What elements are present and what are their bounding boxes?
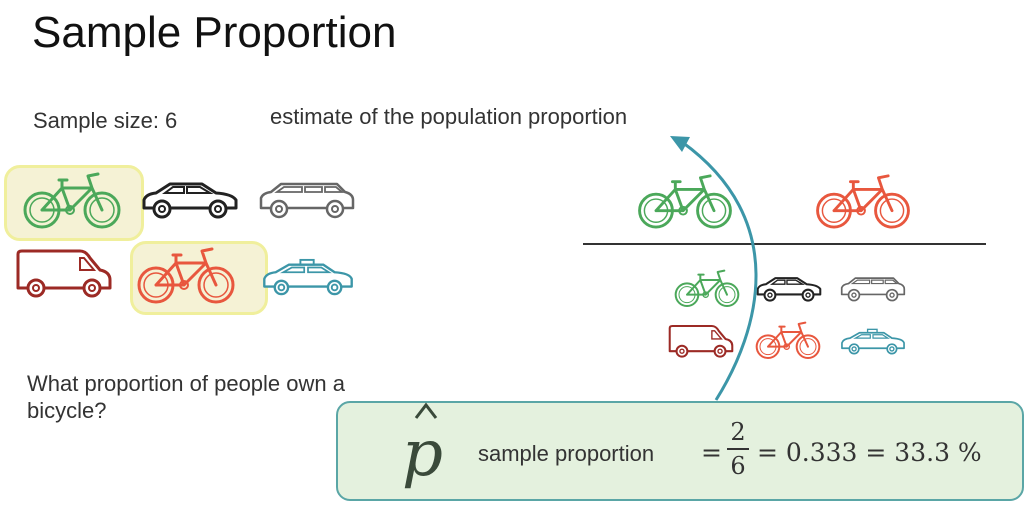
hat-icon [414, 402, 438, 419]
estimate-label: estimate of the population proportion [270, 104, 628, 129]
sample-proportion-label: sample proportion [478, 441, 655, 466]
sample-size-label: Sample size: 6 [33, 108, 178, 133]
equals-sign: = [701, 438, 722, 467]
page-title: Sample Proportion [32, 8, 397, 57]
fraction-denominator: 6 [730, 452, 746, 480]
proportion-result: = 0.333 = 33.3 % [757, 438, 982, 467]
fraction-divider [583, 243, 986, 245]
fraction-bar [727, 448, 749, 450]
formula-box [336, 401, 1024, 501]
p-hat-symbol: p [402, 417, 443, 491]
fraction: 2 6 [727, 418, 749, 480]
fraction-numerator: 2 [730, 418, 746, 446]
question-text: What proportion of people own a bicycle? [27, 371, 345, 423]
